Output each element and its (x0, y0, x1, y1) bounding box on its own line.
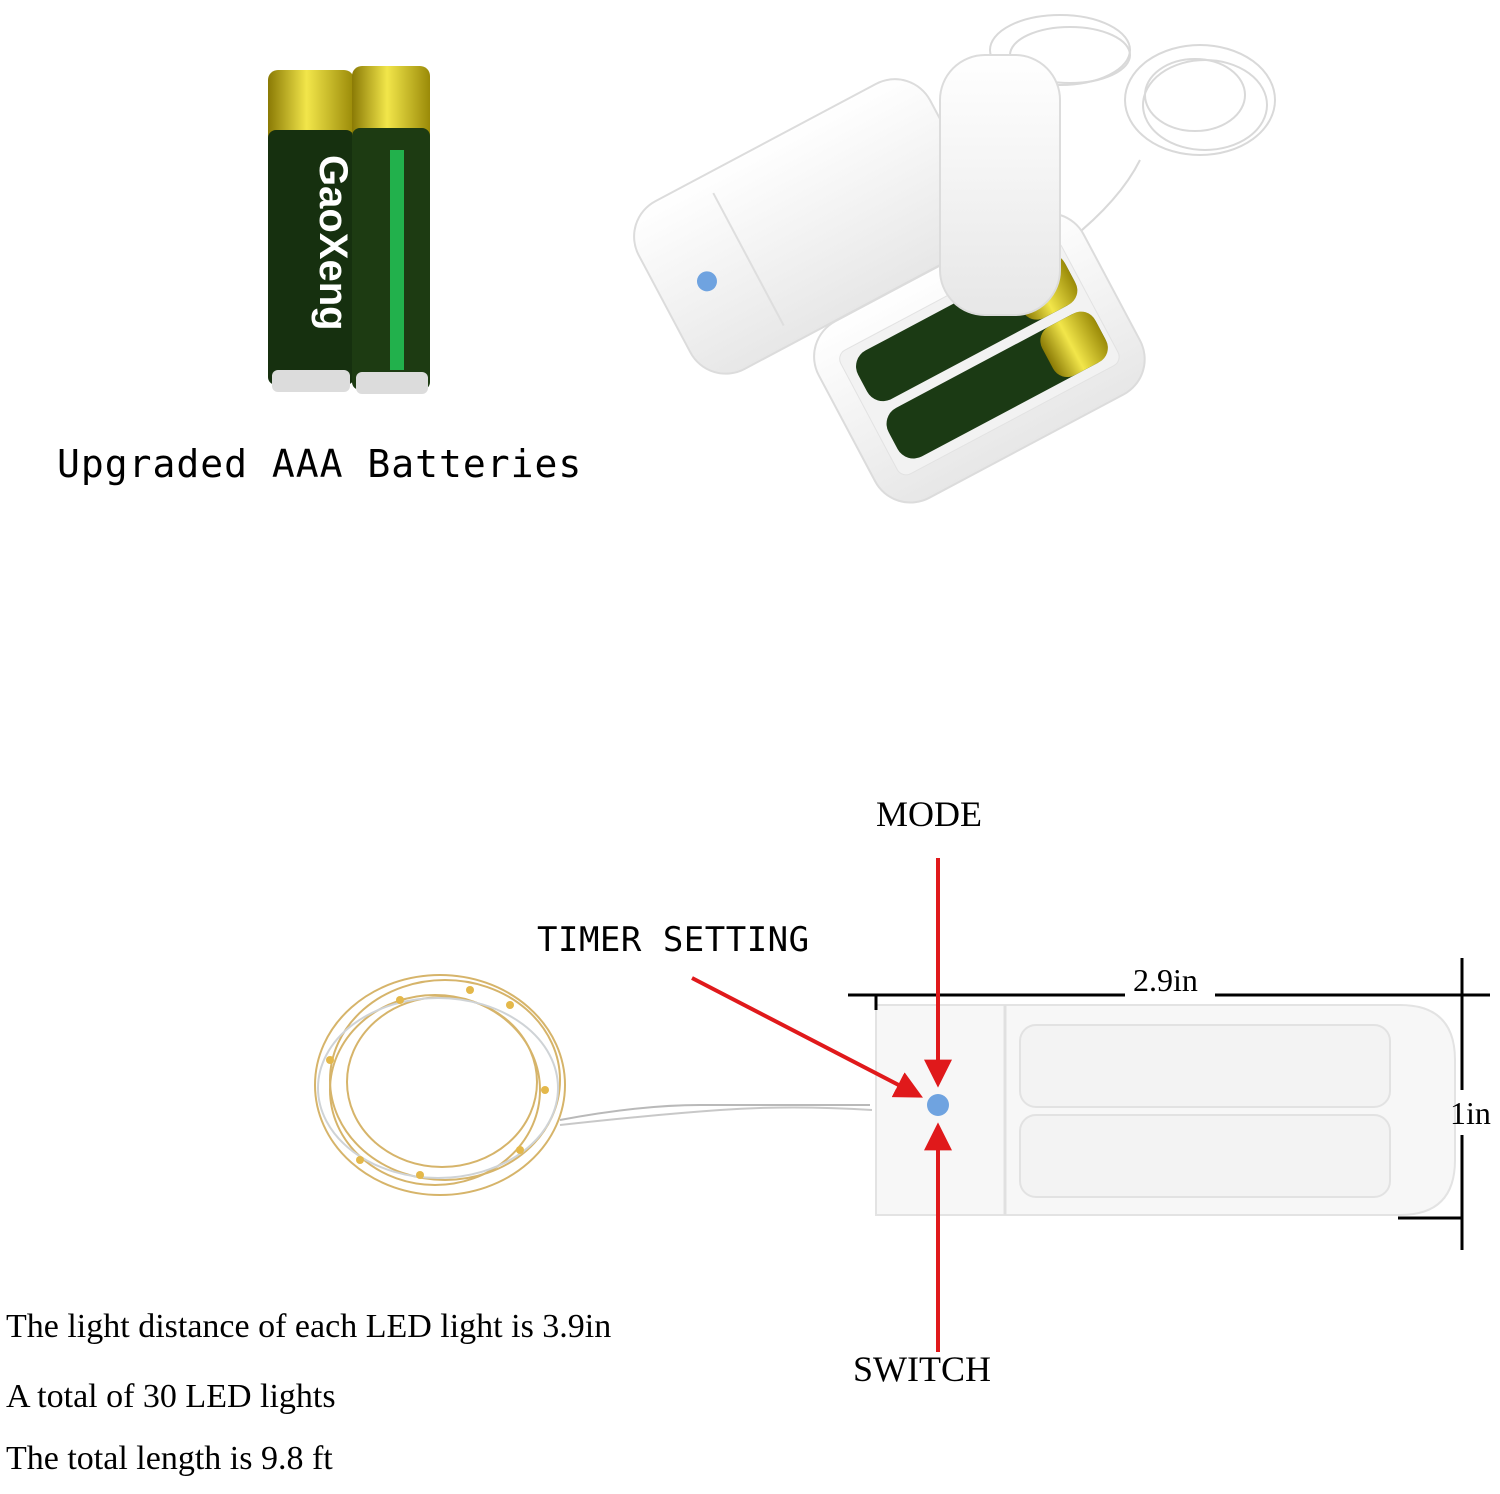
timer-setting-label: TIMER SETTING (537, 920, 810, 960)
batteries-caption: Upgraded AAA Batteries (57, 442, 583, 486)
timer-arrow (691, 976, 923, 1098)
aaa-battery-pair: GaoXeng (268, 66, 430, 394)
mode-switch-button (927, 1094, 949, 1116)
svg-text:GaoXeng: GaoXeng (311, 155, 355, 331)
battery-left: GaoXeng (268, 70, 355, 392)
mode-label: MODE (876, 794, 982, 834)
led-wire-coil (314, 974, 873, 1196)
spec-led-count: A total of 30 LED lights (6, 1378, 336, 1415)
battery-right (352, 66, 430, 394)
spec-light-distance: The light distance of each LED light is … (6, 1308, 612, 1345)
height-dimension-label: 1in (1450, 1095, 1491, 1131)
switch-label: SWITCH (853, 1349, 991, 1389)
dimension-lines (848, 958, 1490, 1250)
battery-box-diagram (875, 1004, 1456, 1216)
pointer-arrows (691, 858, 952, 1352)
spec-total-length: The total length is 9.8 ft (6, 1440, 333, 1477)
battery-case-photo (633, 14, 1276, 504)
width-dimension-label: 2.9in (1133, 962, 1198, 998)
